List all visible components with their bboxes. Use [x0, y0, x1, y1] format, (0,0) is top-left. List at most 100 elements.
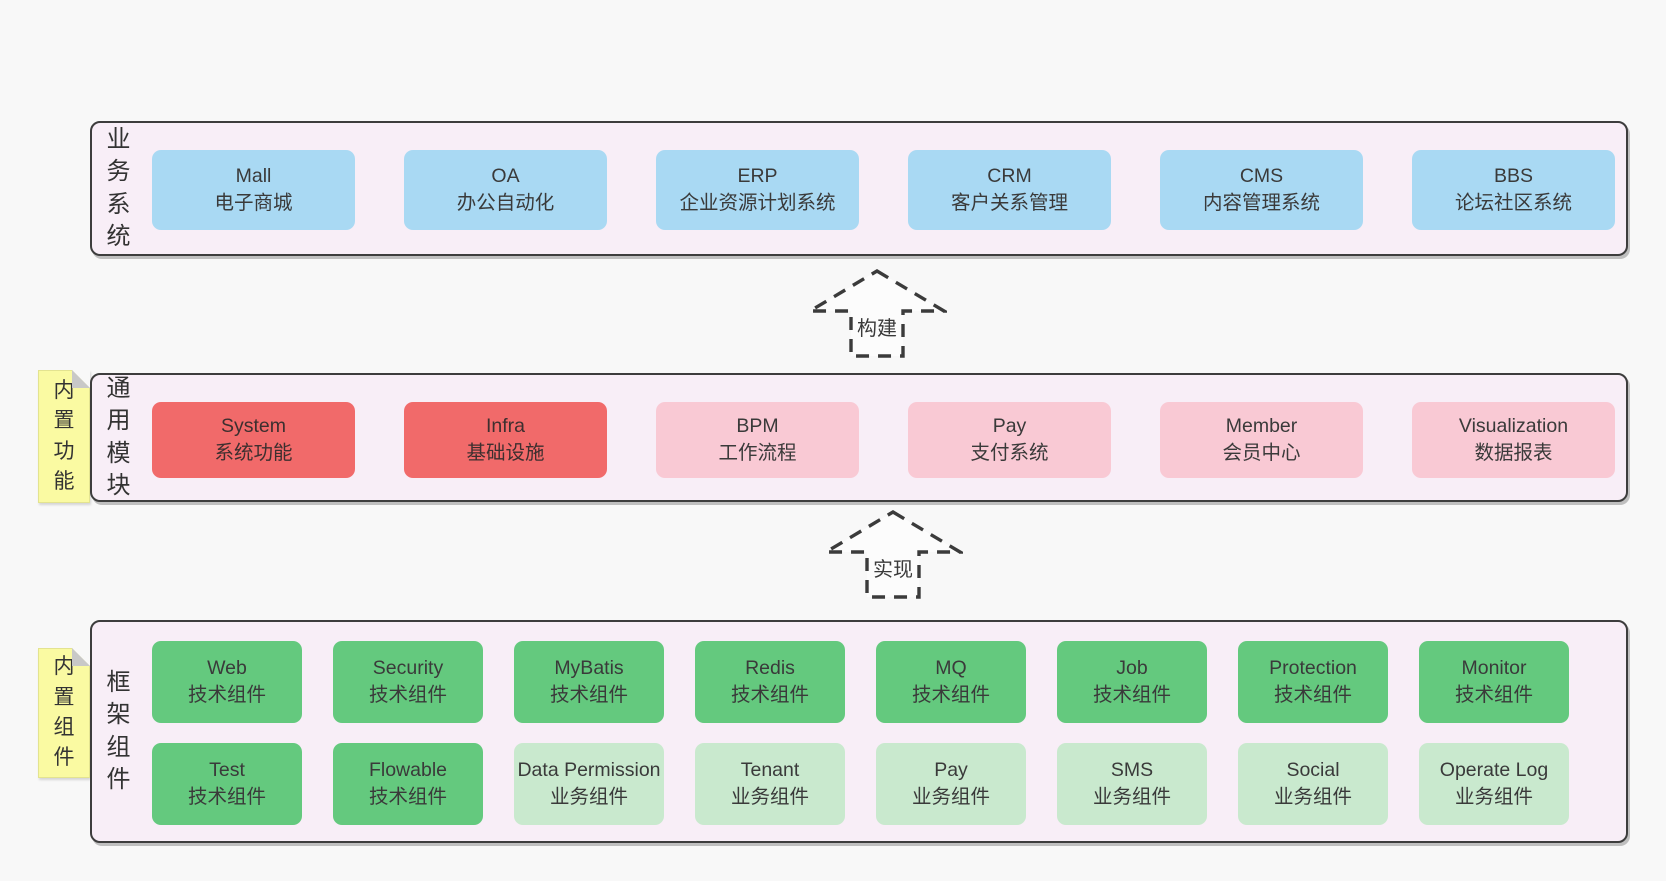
- box-title: Test: [209, 759, 245, 782]
- box-subtitle: 工作流程: [718, 442, 797, 464]
- box-subtitle: 基础设施: [466, 442, 545, 464]
- box-subtitle: 业务组件: [1273, 786, 1352, 808]
- box-subtitle: 系统功能: [214, 442, 293, 464]
- box-crm: CRM 客户关系管理: [908, 150, 1111, 230]
- box-title: Monitor: [1461, 657, 1527, 680]
- box-title: BBS: [1493, 165, 1534, 188]
- box-sms: SMS 业务组件: [1057, 743, 1207, 825]
- box-subtitle: 技术组件: [1273, 684, 1352, 706]
- box-subtitle: 内容管理系统: [1202, 192, 1320, 214]
- sticky-note-text: 内置功能: [53, 378, 75, 493]
- arrow-build-label: 构建: [853, 312, 901, 341]
- arrow-implement-label: 实现: [869, 553, 917, 582]
- box-title: Security: [372, 657, 444, 680]
- box-pay-component: Pay 业务组件: [876, 743, 1026, 825]
- box-title: MQ: [935, 657, 967, 680]
- box-protection: Protection 技术组件: [1238, 641, 1388, 723]
- box-title: Operate Log: [1439, 759, 1549, 782]
- box-test: Test 技术组件: [152, 743, 302, 825]
- box-visualization: Visualization 数据报表: [1412, 402, 1615, 478]
- arrow-implement: 实现: [823, 509, 963, 601]
- sticky-note-builtin-features: 内置功能: [38, 370, 90, 503]
- box-subtitle: 业务组件: [549, 786, 628, 808]
- box-member: Member 会员中心: [1160, 402, 1363, 478]
- box-data-permission: Data Permission 业务组件: [514, 743, 664, 825]
- box-title: Data Permission: [517, 759, 661, 782]
- box-infra: Infra 基础设施: [404, 402, 607, 478]
- box-subtitle: 电子商城: [214, 192, 293, 214]
- box-subtitle: 办公自动化: [456, 192, 555, 214]
- box-title: CRM: [987, 165, 1032, 188]
- box-job: Job 技术组件: [1057, 641, 1207, 723]
- box-redis: Redis 技术组件: [695, 641, 845, 723]
- box-subtitle: 技术组件: [730, 684, 809, 706]
- box-title: Flowable: [368, 759, 448, 782]
- box-monitor: Monitor 技术组件: [1419, 641, 1569, 723]
- box-title: Redis: [745, 657, 795, 680]
- panel-business-systems: 业务系统 Mall 电子商城 OA 办公自动化 ERP 企业资源计划系统 CRM…: [90, 121, 1628, 256]
- box-social: Social 业务组件: [1238, 743, 1388, 825]
- box-subtitle: 技术组件: [187, 684, 266, 706]
- box-subtitle: 技术组件: [549, 684, 628, 706]
- box-subtitle: 技术组件: [1454, 684, 1533, 706]
- box-oa: OA 办公自动化: [404, 150, 607, 230]
- panel-label-text: 业务系统: [106, 126, 131, 250]
- box-subtitle: 企业资源计划系统: [679, 192, 836, 214]
- box-subtitle: 技术组件: [368, 684, 447, 706]
- sticky-note-text: 内置组件: [53, 655, 75, 770]
- box-mybatis: MyBatis 技术组件: [514, 641, 664, 723]
- box-system: System 系统功能: [152, 402, 355, 478]
- box-operate-log: Operate Log 业务组件: [1419, 743, 1569, 825]
- box-title: BPM: [736, 415, 779, 438]
- box-erp: ERP 企业资源计划系统: [656, 150, 859, 230]
- panel-label-framework-components: 框架组件: [105, 622, 135, 841]
- box-title: Job: [1116, 657, 1148, 680]
- box-tenant: Tenant 业务组件: [695, 743, 845, 825]
- box-title: OA: [491, 165, 520, 188]
- module-box-row: System 系统功能 Infra 基础设施 BPM 工作流程 Pay 支付系统…: [152, 402, 1615, 478]
- box-title: Visualization: [1458, 415, 1569, 438]
- box-subtitle: 客户关系管理: [950, 192, 1068, 214]
- business-box-row: Mall 电子商城 OA 办公自动化 ERP 企业资源计划系统 CRM 客户关系…: [152, 150, 1615, 230]
- box-subtitle: 技术组件: [368, 786, 447, 808]
- panel-label-common-modules: 通用模块: [105, 375, 135, 500]
- box-pay-module: Pay 支付系统: [908, 402, 1111, 478]
- box-title: Tenant: [740, 759, 800, 782]
- box-subtitle: 技术组件: [1092, 684, 1171, 706]
- box-subtitle: 业务组件: [1454, 786, 1533, 808]
- box-mall: Mall 电子商城: [152, 150, 355, 230]
- box-title: Pay: [934, 759, 968, 782]
- box-bpm: BPM 工作流程: [656, 402, 859, 478]
- box-title: CMS: [1239, 165, 1284, 188]
- component-box-row-2: Test 技术组件 Flowable 技术组件 Data Permission …: [152, 743, 1569, 825]
- panel-label-business-systems: 业务系统: [105, 123, 135, 254]
- box-subtitle: 技术组件: [911, 684, 990, 706]
- box-web: Web 技术组件: [152, 641, 302, 723]
- box-title: Infra: [485, 415, 526, 438]
- box-subtitle: 业务组件: [1092, 786, 1171, 808]
- box-cms: CMS 内容管理系统: [1160, 150, 1363, 230]
- box-subtitle: 业务组件: [911, 786, 990, 808]
- box-title: Protection: [1269, 657, 1357, 680]
- box-subtitle: 业务组件: [730, 786, 809, 808]
- panel-framework-components: 框架组件 Web 技术组件 Security 技术组件 MyBatis 技术组件…: [90, 620, 1628, 843]
- box-title: Pay: [992, 415, 1027, 438]
- box-subtitle: 论坛社区系统: [1454, 192, 1572, 214]
- box-title: System: [220, 415, 286, 438]
- box-title: Social: [1286, 759, 1340, 782]
- panel-common-modules: 通用模块 System 系统功能 Infra 基础设施 BPM 工作流程 Pay…: [90, 373, 1628, 502]
- box-subtitle: 数据报表: [1474, 442, 1553, 464]
- box-security: Security 技术组件: [333, 641, 483, 723]
- box-title: Web: [207, 657, 247, 680]
- panel-label-text: 通用模块: [106, 375, 131, 499]
- box-title: Mall: [235, 165, 272, 188]
- sticky-note-builtin-components: 内置组件: [38, 648, 90, 778]
- panel-label-text: 框架组件: [106, 669, 131, 793]
- component-box-row-1: Web 技术组件 Security 技术组件 MyBatis 技术组件 Redi…: [152, 641, 1569, 723]
- box-title: ERP: [737, 165, 778, 188]
- box-bbs: BBS 论坛社区系统: [1412, 150, 1615, 230]
- box-subtitle: 支付系统: [970, 442, 1049, 464]
- box-flowable: Flowable 技术组件: [333, 743, 483, 825]
- arrow-build: 构建: [807, 268, 947, 360]
